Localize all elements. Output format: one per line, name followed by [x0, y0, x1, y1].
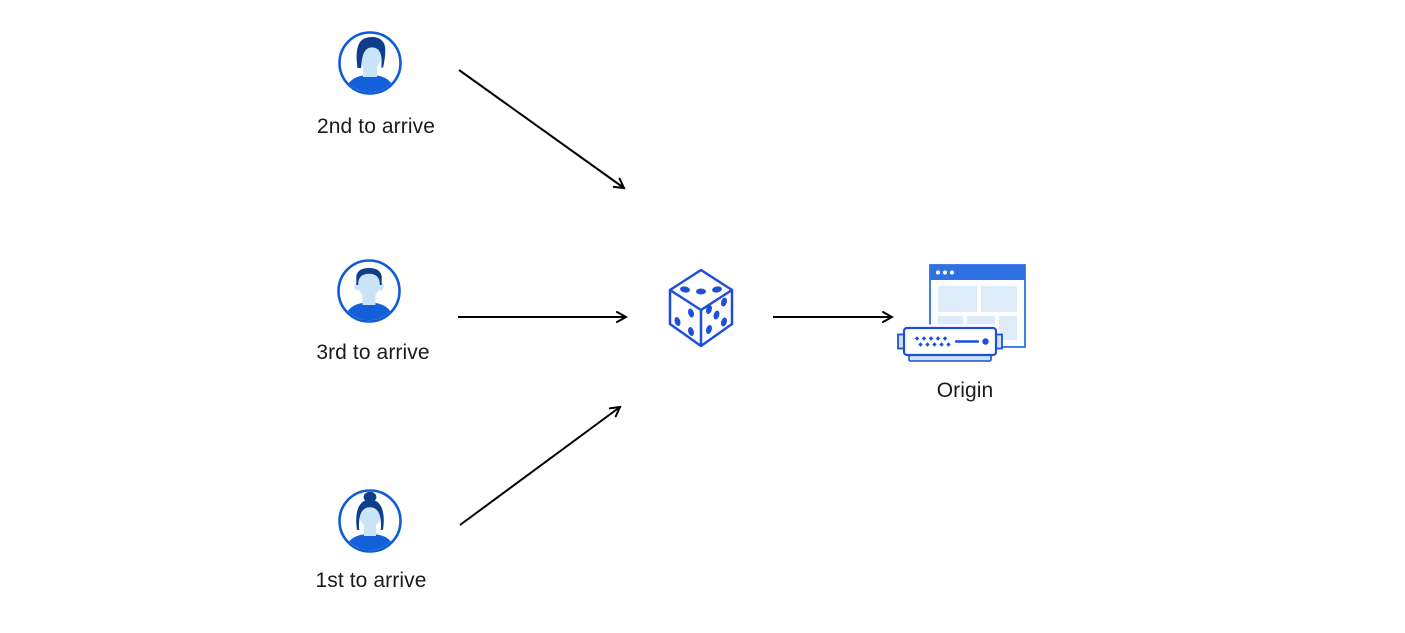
origin-label: Origin [936, 379, 994, 402]
man-swept-hair-avatar-icon [338, 31, 402, 95]
server-vent-pattern [914, 336, 951, 347]
dice-icon [668, 268, 734, 348]
woman-bun-avatar-icon [338, 489, 402, 553]
client-2nd-label: 2nd to arrive [316, 115, 436, 138]
arrow-client2-to-dice [458, 69, 624, 188]
arrow-client1-to-dice [459, 407, 620, 526]
client-3rd-label: 3rd to arrive [316, 341, 430, 364]
origin-server-browser-icon [897, 264, 1026, 362]
man-short-hair-avatar-icon [337, 259, 401, 323]
client-1st-label: 1st to arrive [315, 569, 427, 592]
